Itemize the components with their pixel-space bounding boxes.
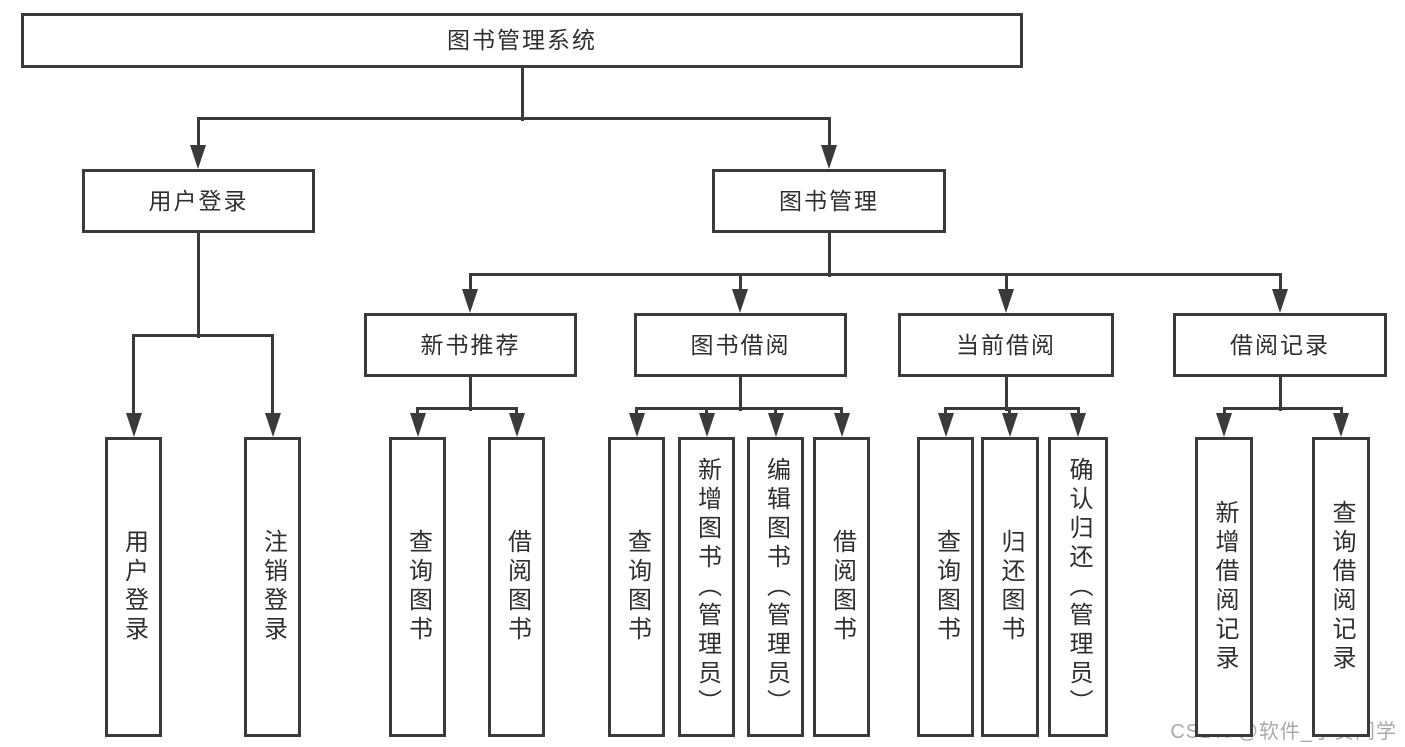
connector-line — [271, 335, 274, 421]
node-label: 借阅图书 — [503, 529, 531, 645]
arrow-down-icon — [821, 145, 837, 169]
node-book-borrow: 图书借阅 — [634, 313, 847, 377]
connector-line — [468, 272, 1282, 276]
arrow-down-icon — [190, 145, 206, 169]
node-label: 查询图书 — [623, 529, 651, 645]
arrow-down-icon — [767, 413, 784, 437]
connector-line — [197, 233, 200, 338]
node-label: 图书借阅 — [690, 331, 791, 358]
node-new-book-rec: 新书推荐 — [364, 313, 577, 377]
connector-line — [738, 274, 742, 297]
connector-line — [520, 68, 524, 121]
arrow-down-icon — [264, 413, 281, 437]
node-col-return-book: 归还图书 — [981, 437, 1039, 737]
node-label: 借阅图书 — [828, 529, 856, 645]
node-user-login: 用户登录 — [82, 169, 315, 233]
arrow-down-icon — [409, 413, 426, 437]
connector-line — [1278, 377, 1282, 411]
node-col-query-record: 查询借阅记录 — [1312, 437, 1370, 737]
node-label: 新书推荐 — [420, 331, 521, 358]
node-label: 用户登录 — [120, 529, 148, 645]
connector-line — [1004, 274, 1008, 297]
node-col-query-book-1: 查询图书 — [389, 437, 446, 737]
node-label: 编辑图书（管理员） — [762, 456, 790, 718]
node-label: 图书管理系统 — [447, 27, 597, 53]
node-col-confirm-return: 确认归还（管理员） — [1048, 437, 1108, 737]
arrow-down-icon — [833, 413, 850, 437]
arrow-down-icon — [462, 289, 478, 313]
arrow-down-icon — [1333, 413, 1349, 437]
node-col-logout: 注销登录 — [244, 437, 301, 737]
node-label: 确认归还（管理员） — [1065, 456, 1092, 718]
node-label: 注销登录 — [259, 529, 287, 645]
node-label: 查询图书 — [404, 529, 432, 645]
connector-line — [827, 233, 831, 277]
arrow-down-icon — [732, 289, 748, 313]
node-label: 图书管理 — [779, 187, 879, 214]
connector-line — [196, 116, 831, 120]
connector-line — [1278, 274, 1282, 297]
arrow-down-icon — [1216, 413, 1232, 437]
arrow-down-icon — [125, 413, 142, 437]
connector-line — [1004, 377, 1008, 411]
node-col-edit-book: 编辑图书（管理员） — [747, 437, 804, 737]
arrow-down-icon — [1070, 413, 1086, 437]
node-current-borrow: 当前借阅 — [898, 313, 1114, 377]
node-label: 查询图书 — [932, 529, 960, 645]
connector-line — [468, 274, 472, 297]
node-label: 归还图书 — [997, 529, 1024, 645]
node-label: 新增图书（管理员） — [693, 456, 721, 718]
connector-line — [132, 335, 135, 421]
arrow-down-icon — [998, 289, 1014, 313]
node-root: 图书管理系统 — [21, 13, 1023, 68]
connector-line — [944, 406, 1080, 410]
arrow-down-icon — [698, 413, 715, 437]
node-label: 借阅记录 — [1230, 331, 1330, 358]
arrow-down-icon — [628, 413, 645, 437]
arrow-down-icon — [508, 413, 525, 437]
node-label: 新增借阅记录 — [1211, 500, 1238, 674]
node-col-user-login: 用户登录 — [105, 437, 162, 737]
connector-line — [469, 377, 472, 411]
node-col-query-book-2: 查询图书 — [608, 437, 665, 737]
connector-line — [1222, 406, 1343, 410]
node-label: 当前借阅 — [956, 331, 1056, 358]
connector-line — [635, 406, 843, 410]
node-col-borrow-book-2: 借阅图书 — [813, 437, 870, 737]
connector-line — [739, 377, 742, 411]
arrow-down-icon — [1272, 289, 1288, 313]
node-col-add-record: 新增借阅记录 — [1195, 437, 1253, 737]
arrow-down-icon — [937, 413, 954, 437]
node-col-borrow-book-1: 借阅图书 — [488, 437, 545, 737]
arrow-down-icon — [1001, 413, 1018, 437]
node-book-mgmt: 图书管理 — [712, 169, 946, 233]
node-col-add-book: 新增图书（管理员） — [678, 437, 735, 737]
node-label: 用户登录 — [148, 187, 249, 214]
connector-line — [196, 118, 200, 153]
node-borrow-record: 借阅记录 — [1173, 313, 1387, 377]
node-label: 查询借阅记录 — [1328, 500, 1355, 674]
connector-line — [827, 118, 831, 153]
connector-line — [416, 406, 518, 410]
node-col-query-book-3: 查询图书 — [917, 437, 974, 737]
connector-line — [132, 333, 274, 337]
